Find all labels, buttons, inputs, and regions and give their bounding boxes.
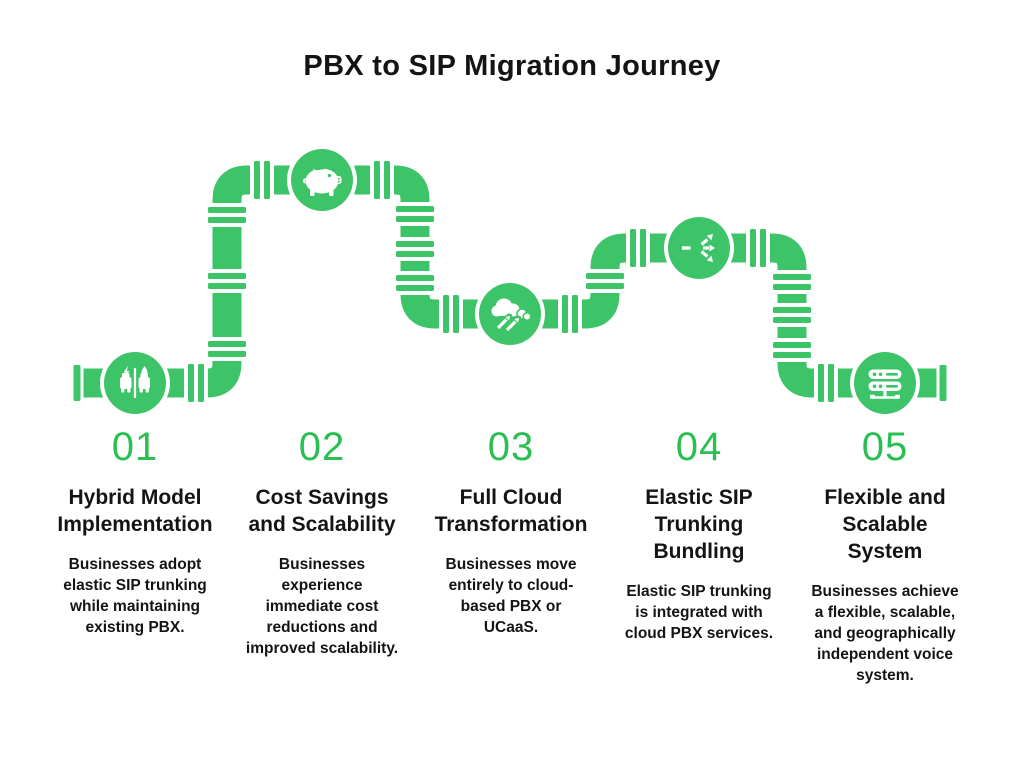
stage-4: 04 Elastic SIP Trunking Bundling Elastic… [604, 427, 794, 644]
pipe-flange [393, 271, 437, 295]
pipe-flange [439, 292, 463, 336]
pipe-end-cap-left [70, 362, 84, 404]
stage-1: 01 Hybrid Model Implementation Businesse… [40, 427, 230, 638]
stage-5: 05 Flexible and Scalable System Business… [790, 427, 980, 686]
pipe-flange [184, 361, 208, 405]
stage-title: Elastic SIP Trunking Bundling [645, 486, 753, 563]
stage-2: 02 Cost Savings and Scalability Business… [227, 427, 417, 659]
stage-number: 05 [861, 425, 909, 469]
stage-description: Businesses move entirely to cloud- based… [445, 556, 577, 636]
stage-number: 01 [111, 425, 159, 469]
pipe-flange [770, 270, 814, 294]
pipe-flange [558, 292, 582, 336]
pipe-flange [393, 237, 437, 261]
pipe-flange [370, 158, 394, 202]
pipe-flange [814, 361, 838, 405]
pipe-flange [393, 202, 437, 226]
stage-title: Hybrid Model Implementation [57, 486, 213, 536]
stage-3: 03 Full Cloud Transformation Businesses … [416, 427, 606, 638]
stage-description: Elastic SIP trunking is integrated with … [624, 583, 774, 642]
pipe-flange [250, 158, 274, 202]
stage-number: 04 [675, 425, 723, 469]
pipe-flange [770, 338, 814, 362]
stage-title: Flexible and Scalable System [824, 486, 946, 563]
stage-description: Businesses achieve a flexible, scalable,… [811, 583, 959, 684]
cloud-migration-icon [491, 298, 532, 334]
stage-description: Businesses adopt elastic SIP trunking wh… [63, 556, 207, 636]
stage-title: Cost Savings and Scalability [248, 486, 396, 536]
pipe-flange [205, 269, 249, 293]
piggy-bank-icon [302, 165, 342, 196]
stage-number: 02 [298, 425, 346, 469]
stage-circle-4 [664, 213, 734, 283]
pipe-flange [205, 203, 249, 227]
pipe-flange [746, 226, 770, 270]
page-title: PBX to SIP Migration Journey [303, 50, 721, 82]
pipe-flange [205, 337, 249, 361]
stage-title: Full Cloud Transformation [434, 486, 588, 536]
stage-number: 03 [487, 425, 535, 469]
pipe-flange [770, 303, 814, 327]
share-nodes-icon [682, 234, 715, 262]
stage-description: Businesses experience immediate cost red… [245, 556, 399, 657]
server-stack-icon [868, 369, 902, 399]
pipe-end-cap-right [936, 362, 950, 404]
pipe-flange [583, 269, 627, 293]
pipe-flange [626, 226, 650, 270]
hybrid-cars-icon [120, 366, 150, 398]
